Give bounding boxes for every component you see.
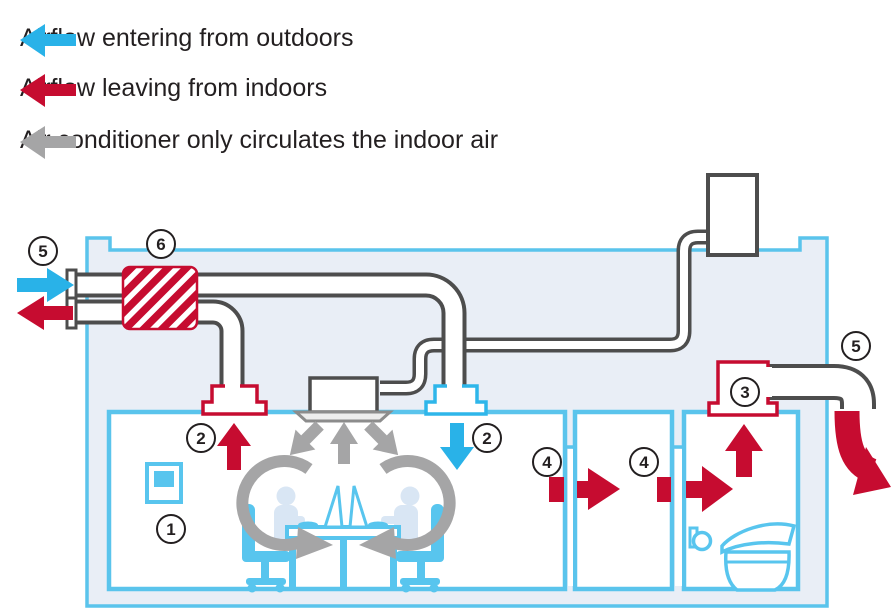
exhaust-vent-office: [201, 383, 268, 416]
keyboard-right: [368, 521, 388, 529]
callout-5-left: 5: [28, 236, 58, 266]
toilet-paper-roll: [691, 530, 713, 552]
heat-exchanger: [121, 265, 199, 331]
arc-right-arrowhead: [359, 527, 396, 559]
callout-4-first: 4: [532, 447, 562, 477]
callout-4-second: 4: [629, 447, 659, 477]
circulation-arcs: [236, 455, 456, 559]
rooftop-outdoor-unit: [706, 173, 759, 257]
inflow-arrow-icon: [20, 24, 76, 57]
toilet-fixtures: [688, 522, 797, 592]
toilet-lid: [720, 522, 797, 555]
ac-plenum-body: [308, 376, 379, 414]
air-conditioner: [292, 376, 394, 423]
legend-item-outflow: Airflow leaving from indoors: [20, 74, 327, 107]
pass-through-arrow-2: [657, 466, 733, 512]
ac-blow-left-arrow: [289, 421, 324, 456]
ac-blow-right-arrow: [364, 421, 399, 456]
office-scene: [236, 455, 456, 593]
toilet-exhaust-duct: [766, 364, 876, 409]
monitor-left: [322, 485, 344, 529]
supply-vent-office: [424, 383, 488, 416]
circulation-arc-right: [379, 455, 456, 552]
monitor-right: [348, 485, 370, 529]
inflow-arrow-left-wall: [17, 268, 74, 302]
arc-left-arrowhead: [296, 527, 333, 559]
outflow-arrow-left-wall: [17, 296, 73, 330]
callout-2-supply: 2: [472, 423, 502, 453]
office-exhaust-up-arrow: [217, 423, 251, 470]
toilet-exhaust-up-arrow: [725, 424, 763, 477]
legend-item-inflow: Airflow entering from outdoors: [20, 24, 353, 57]
airflow-arrows: [17, 268, 891, 512]
outflow-arrow-icon: [20, 74, 76, 107]
circulation-arc-left: [236, 455, 313, 552]
callout-3: 3: [730, 377, 760, 407]
office-chair-left: [242, 504, 290, 593]
ac-return-up-arrow: [330, 422, 358, 464]
callout-6: 6: [146, 229, 176, 259]
callout-2-exhaust: 2: [186, 423, 216, 453]
pass-through-arrow-1: [549, 468, 620, 510]
keyboard-left: [298, 521, 318, 529]
office-supply-down-arrow: [440, 423, 474, 470]
ac-grille: [292, 410, 394, 423]
refrigerant-pipe: [380, 229, 712, 396]
wall-gap-2: [675, 449, 682, 586]
circulate-arrow-icon: [20, 126, 76, 159]
ac-circulation-arrows: [289, 421, 399, 464]
toilet-bowl: [723, 550, 791, 592]
callout-1: 1: [156, 514, 186, 544]
supply-duct: [70, 272, 467, 398]
thermostat: [145, 462, 183, 504]
wall-gap-1: [568, 449, 573, 586]
outdoor-exit-curved-arrow: [834, 410, 891, 495]
legend-item-circulate: Air conditioner only circulates the indo…: [20, 126, 499, 159]
callout-5-right: 5: [841, 331, 871, 361]
legend-label-circulate: Air conditioner only circulates the indo…: [20, 126, 499, 154]
